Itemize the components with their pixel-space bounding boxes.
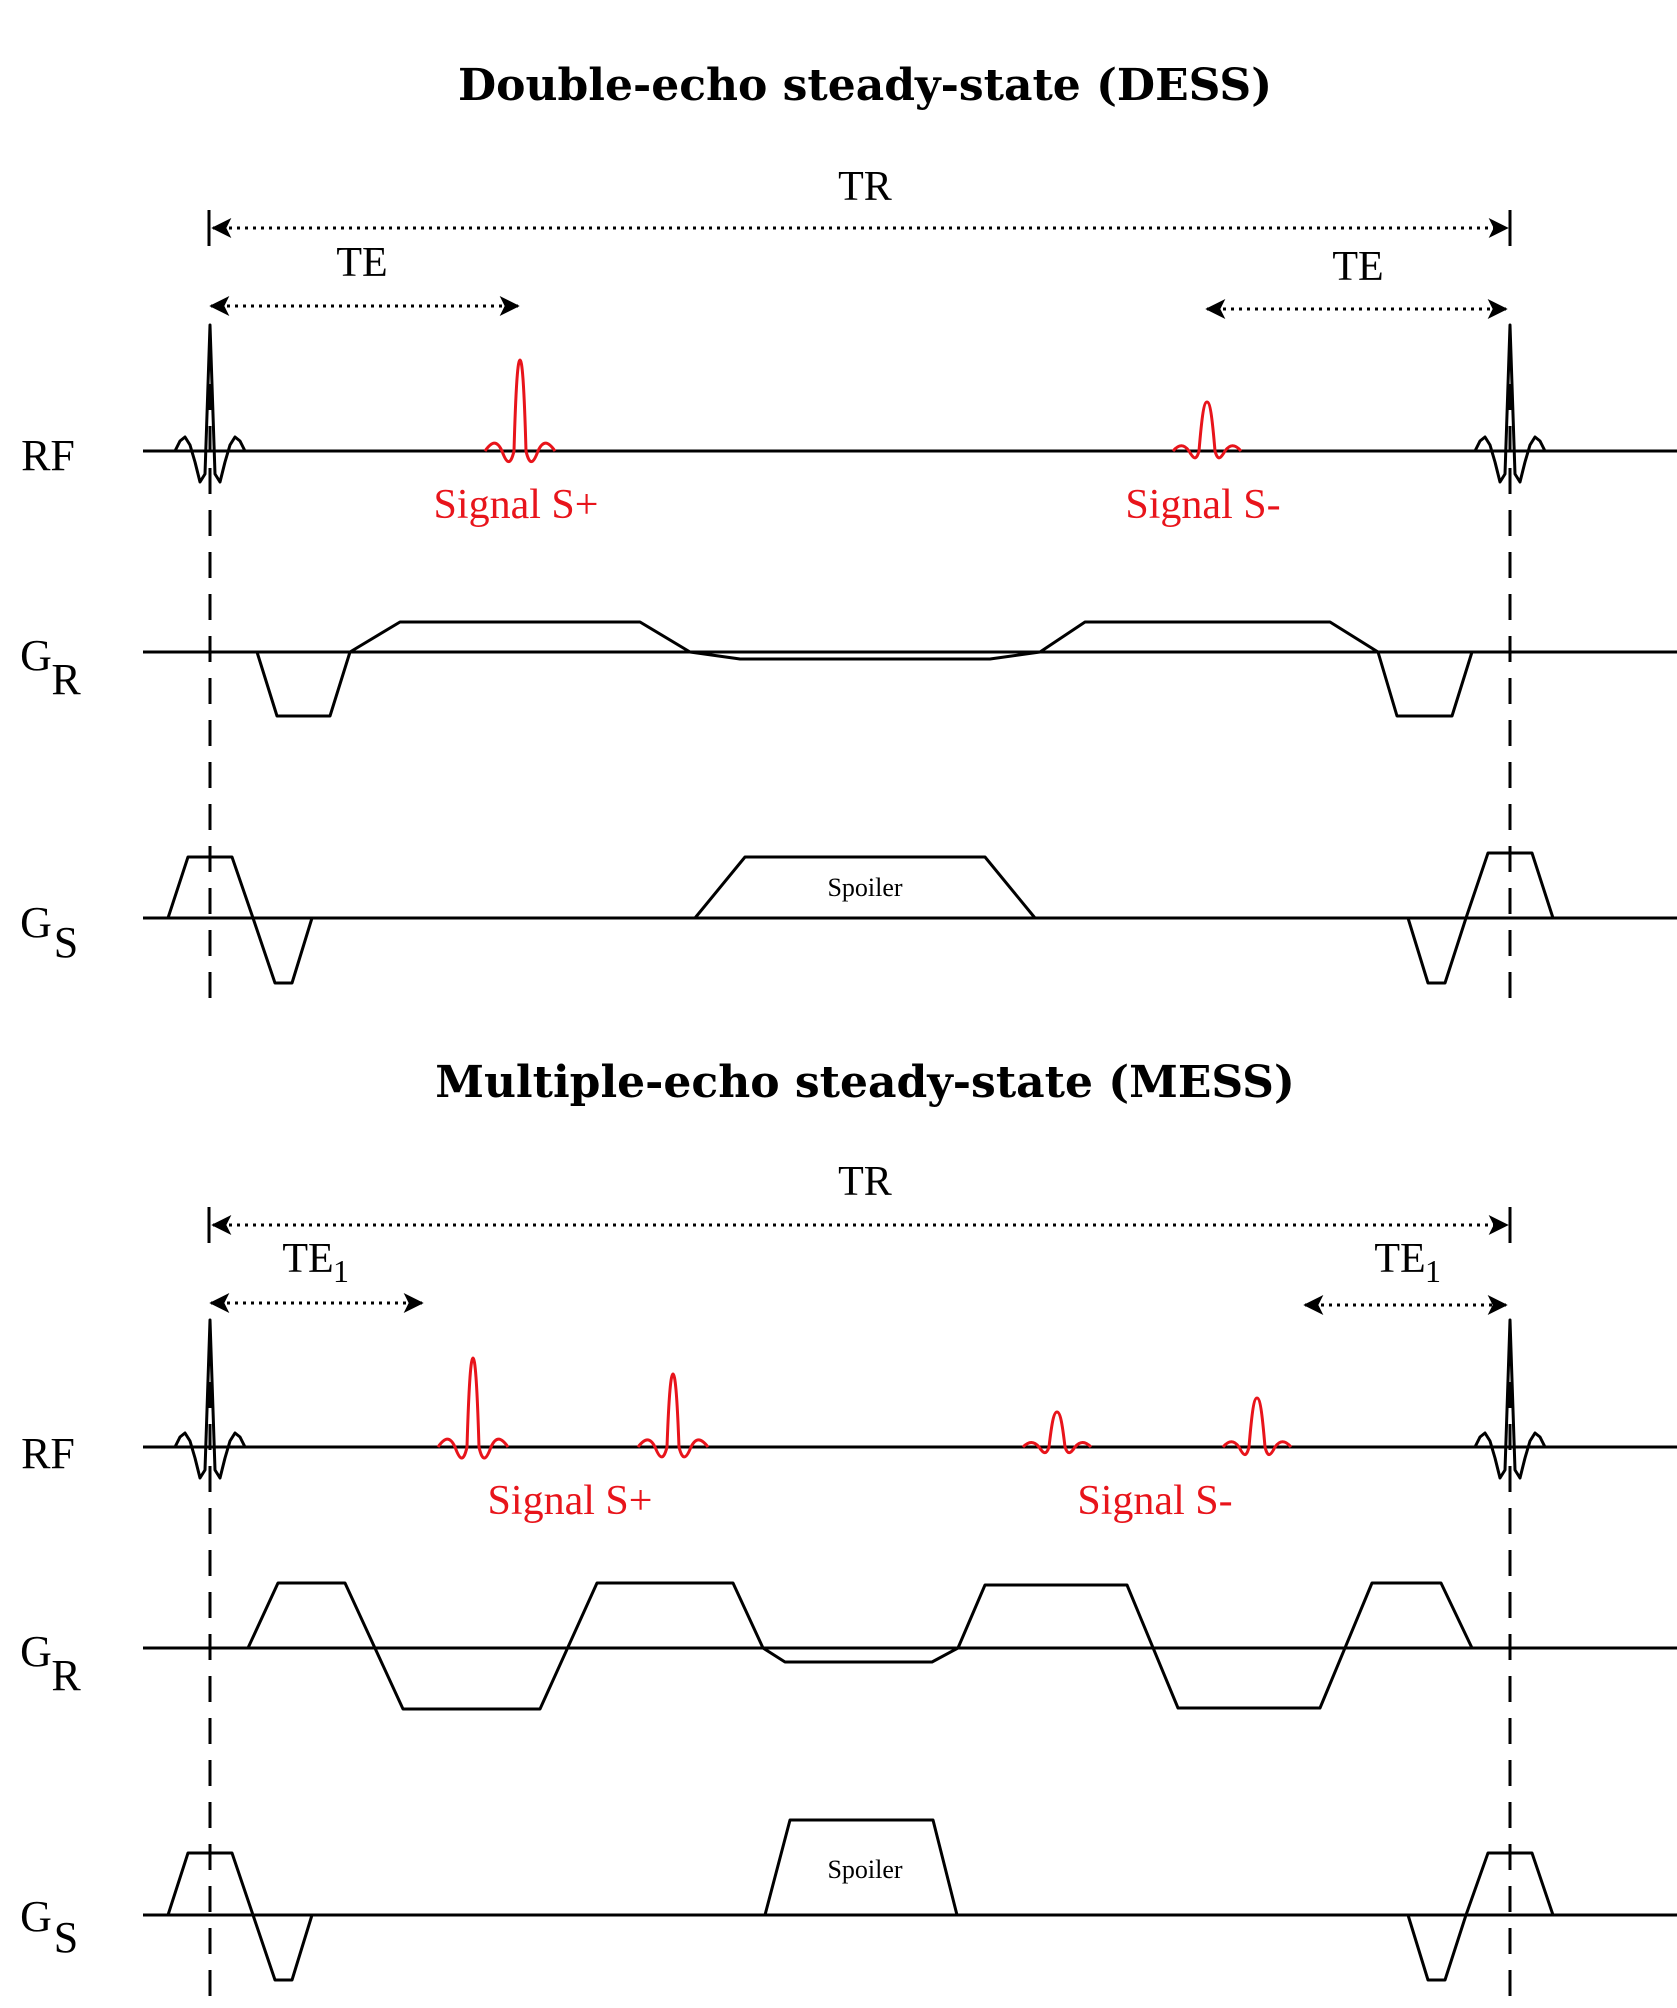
mess-gs-sub: S (54, 1913, 78, 1962)
mess-spoiler-label: Spoiler (827, 1855, 902, 1884)
dess-gr-sub: R (51, 655, 81, 704)
dess-gs-waveform-right (1406, 851, 1555, 985)
dess-gs-spoiler-lobe (693, 855, 1037, 919)
mess-gr-sub: R (51, 1651, 81, 1700)
dess-rf-pulse-right (1473, 323, 1547, 484)
dess-signal-minus-label: Signal S- (1125, 482, 1280, 528)
dess-gs-label: G (20, 898, 52, 947)
mess-signal-plus-label: Signal S+ (488, 1478, 653, 1524)
dess-gr-label: G (20, 631, 52, 680)
dess-rf-pulse-left (173, 323, 247, 484)
mess-tr-label: TR (838, 1159, 892, 1205)
mess-te-left-label: TE (282, 1236, 333, 1282)
dess-gs-sub: S (54, 918, 78, 967)
mess-te-right-sub: 1 (1425, 1253, 1441, 1289)
mess-gs-spoiler-lobe (763, 1818, 959, 1916)
mess-te-left-sub: 1 (333, 1253, 349, 1289)
dess-tr-label: TR (838, 164, 892, 210)
mess-signal-minus-label: Signal S- (1077, 1478, 1232, 1524)
mess-echo-s-minus-1 (1021, 1410, 1093, 1455)
dess-title: Double-echo steady-state (DESS) (458, 60, 1272, 111)
mess-echo-s-plus-1 (436, 1356, 510, 1460)
mess-echo-s-plus-2 (636, 1372, 710, 1459)
mess-te-right-label: TE (1374, 1236, 1425, 1282)
mess-rf-pulse-left (173, 1318, 247, 1480)
mess-rf-label: RF (21, 1429, 75, 1478)
dess-echo-s-plus (483, 358, 557, 463)
mess-gr-label: G (20, 1627, 52, 1676)
dess-gr-waveform (255, 620, 1474, 718)
dess-panel: Double-echo steady-state (DESS) TR TE TE… (20, 60, 1677, 1000)
mess-gr-waveform (246, 1581, 1474, 1711)
dess-spoiler-label: Spoiler (827, 873, 902, 902)
dess-te-left-label: TE (336, 240, 387, 286)
mess-rf-pulse-right (1473, 1318, 1547, 1480)
mess-echo-s-minus-2 (1221, 1396, 1293, 1456)
dess-gs-waveform (166, 855, 314, 985)
mess-gs-waveform-right (1406, 1851, 1555, 1982)
mess-panel: Multiple-echo steady-state (MESS) TR TE … (20, 1057, 1677, 2000)
mess-title: Multiple-echo steady-state (MESS) (435, 1057, 1295, 1108)
dess-echo-s-minus (1171, 400, 1243, 460)
mess-gs-label: G (20, 1892, 52, 1941)
mess-gs-waveform (166, 1851, 314, 1982)
dess-te-right-label: TE (1332, 244, 1383, 290)
dess-signal-plus-label: Signal S+ (434, 482, 599, 528)
dess-rf-label: RF (21, 431, 75, 480)
